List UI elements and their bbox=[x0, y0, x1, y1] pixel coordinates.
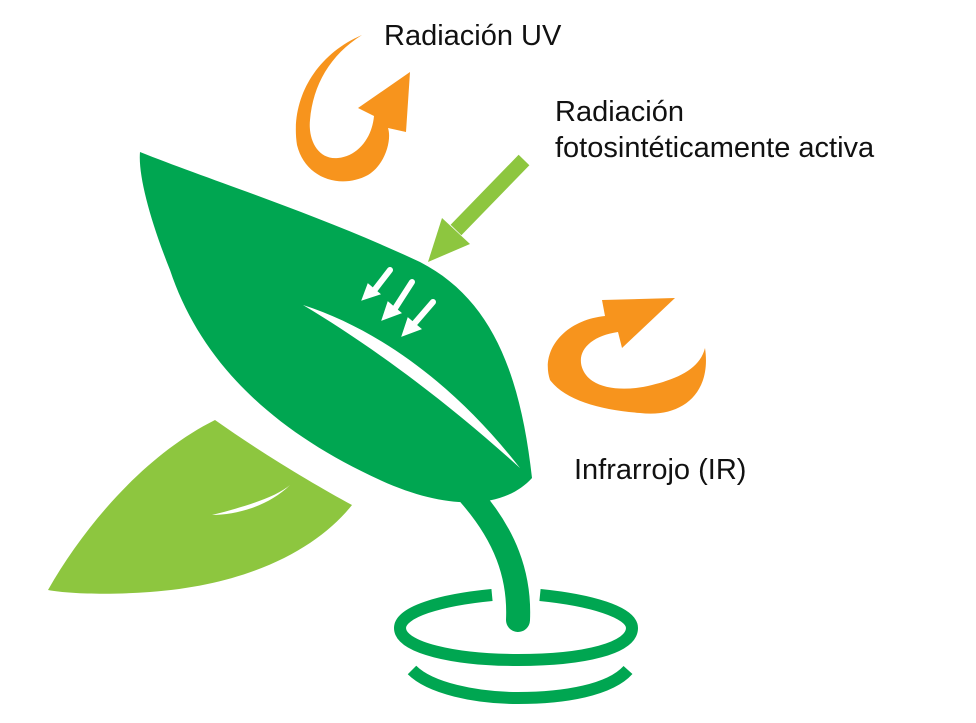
uv-curved-arrow-icon bbox=[295, 35, 410, 182]
par-label-line-2: fotosintéticamente activa bbox=[555, 132, 875, 164]
ground-ring-lower bbox=[407, 665, 633, 705]
ground-ring-icon bbox=[393, 589, 639, 705]
ir-curved-arrow-icon bbox=[547, 298, 706, 414]
par-arrow-icon bbox=[428, 154, 530, 262]
small-leaf-icon bbox=[48, 420, 352, 594]
plant-stem bbox=[458, 483, 531, 632]
small-leaf-shape bbox=[48, 420, 352, 594]
down-arrow-icon bbox=[401, 299, 436, 337]
down-arrow-icon bbox=[361, 267, 393, 301]
ground-ring-upper bbox=[393, 589, 639, 667]
par-radiation-label: Radiación fotosintéticamente activa bbox=[555, 94, 874, 166]
infrared-label: Infrarrojo (IR) bbox=[574, 454, 747, 486]
par-label-line-1: Radiación bbox=[555, 96, 684, 128]
uv-radiation-label: Radiación UV bbox=[384, 20, 562, 52]
main-leaf-shape bbox=[139, 152, 532, 503]
absorbed-radiation-arrows bbox=[361, 267, 436, 337]
main-leaf-icon bbox=[139, 152, 532, 503]
down-arrow-icon bbox=[381, 279, 415, 321]
